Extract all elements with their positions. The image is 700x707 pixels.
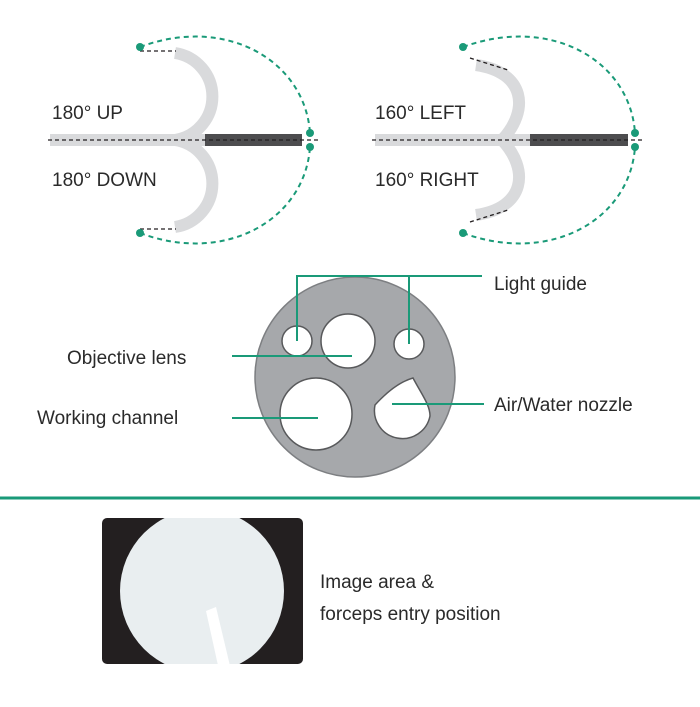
range-endpoint-dot [631, 143, 639, 151]
callout-light-guide [296, 275, 482, 341]
angulation-up-down: 180° UP 180° DOWN [48, 35, 318, 245]
bending-section-up [169, 47, 219, 146]
range-arc-right [462, 146, 636, 245]
bending-section-left [474, 59, 530, 146]
range-arc-down [139, 146, 311, 245]
range-endpoint-dot [136, 43, 144, 51]
range-arc-up [139, 35, 311, 134]
label-160-right: 160° RIGHT [375, 170, 479, 191]
working-channel [279, 377, 353, 451]
range-endpoint-dot [459, 229, 467, 237]
image-field [120, 518, 284, 664]
range-arc-left [462, 35, 636, 134]
label-160-left: 160° LEFT [375, 103, 466, 124]
distal-tip-face: Light guide Objective lens Working chann… [37, 274, 633, 478]
range-endpoint-dot [136, 229, 144, 237]
label-180-up: 180° UP [52, 103, 123, 124]
range-endpoint-dot [631, 129, 639, 137]
bending-section-down [169, 134, 219, 233]
bending-section-right [474, 134, 530, 221]
label-working-channel: Working channel [37, 408, 178, 429]
range-endpoint-dot [306, 143, 314, 151]
label-objective-lens: Objective lens [67, 348, 186, 369]
caption-image-area-line2: forceps entry position [320, 604, 501, 625]
label-180-down: 180° DOWN [52, 170, 157, 191]
air-water-nozzle [373, 377, 431, 440]
angulation-left-right: 160° LEFT 160° RIGHT [372, 35, 645, 245]
range-endpoint-dot [306, 129, 314, 137]
label-light-guide: Light guide [494, 274, 587, 295]
caption-image-area-line1: Image area & [320, 572, 434, 593]
objective-lens [320, 313, 376, 369]
image-area-diagram: Image area & forceps entry position [102, 518, 501, 664]
tip-face-disc [254, 276, 456, 478]
label-air-water-nozzle: Air/Water nozzle [494, 395, 633, 416]
range-endpoint-dot [459, 43, 467, 51]
forceps-entry-marker [206, 607, 231, 664]
